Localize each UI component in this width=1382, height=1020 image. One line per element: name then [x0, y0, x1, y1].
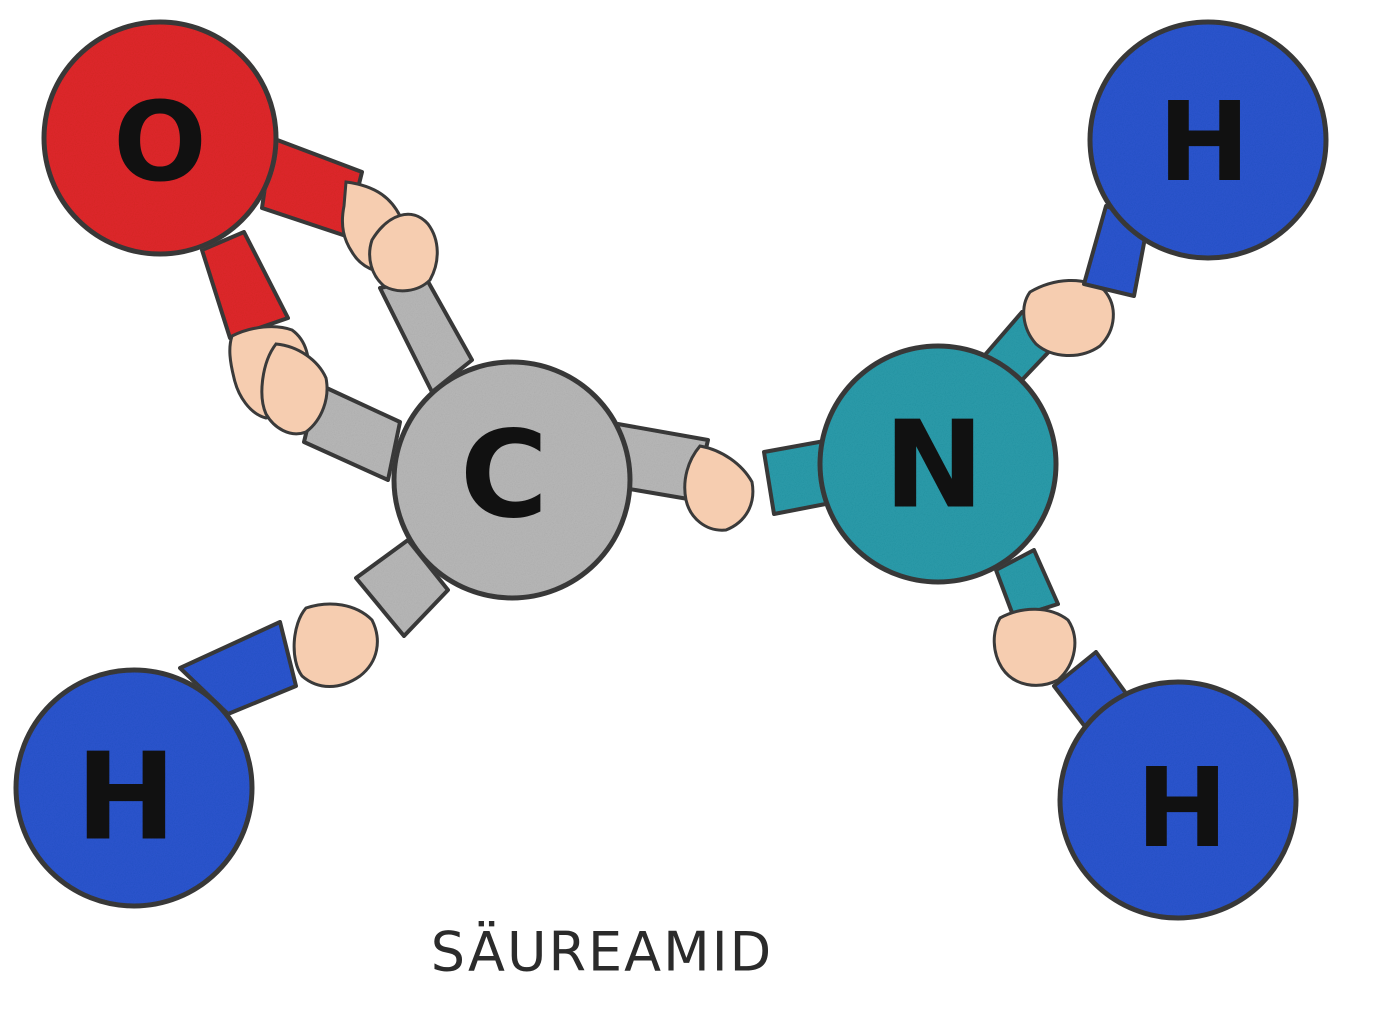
- atoms: O C N H H H: [13, 19, 1329, 921]
- carbon-arm-lower: [292, 538, 450, 688]
- hydrogen-n-bottom-symbol: H: [1136, 744, 1228, 872]
- bond-arms: [178, 136, 1150, 730]
- carbon-hand-left: [260, 342, 329, 436]
- nitrogen-hand-lower: [992, 607, 1077, 687]
- carbon-hand-right: [683, 444, 755, 532]
- carbon-arm-upper: [368, 212, 474, 394]
- nitrogen-arm-lower: [992, 548, 1077, 687]
- molecule-caption: SÄUREAMID: [431, 921, 773, 984]
- nitrogen-atom: N: [817, 343, 1059, 585]
- carbon-hand-lower: [292, 602, 379, 688]
- carbon-arm-right: [610, 422, 755, 532]
- nitrogen-symbol: N: [884, 397, 984, 536]
- carbon-atom: C: [391, 359, 633, 601]
- carbon-hand-upper: [368, 212, 439, 293]
- hydrogen-atom-n-top: H: [1087, 19, 1329, 261]
- oxygen-symbol: O: [113, 78, 207, 206]
- nitrogen-hand-upper: [1022, 279, 1115, 358]
- hydrogen-n-top-symbol: H: [1158, 78, 1250, 206]
- hydrogen-c-symbol: H: [76, 729, 176, 868]
- oxygen-atom: O: [41, 19, 279, 257]
- carbon-symbol: C: [460, 407, 548, 546]
- carbon-arm-left: [260, 342, 402, 482]
- hydrogen-atom-n-bottom: H: [1057, 679, 1299, 921]
- hydrogen-atom-c: H: [13, 667, 255, 909]
